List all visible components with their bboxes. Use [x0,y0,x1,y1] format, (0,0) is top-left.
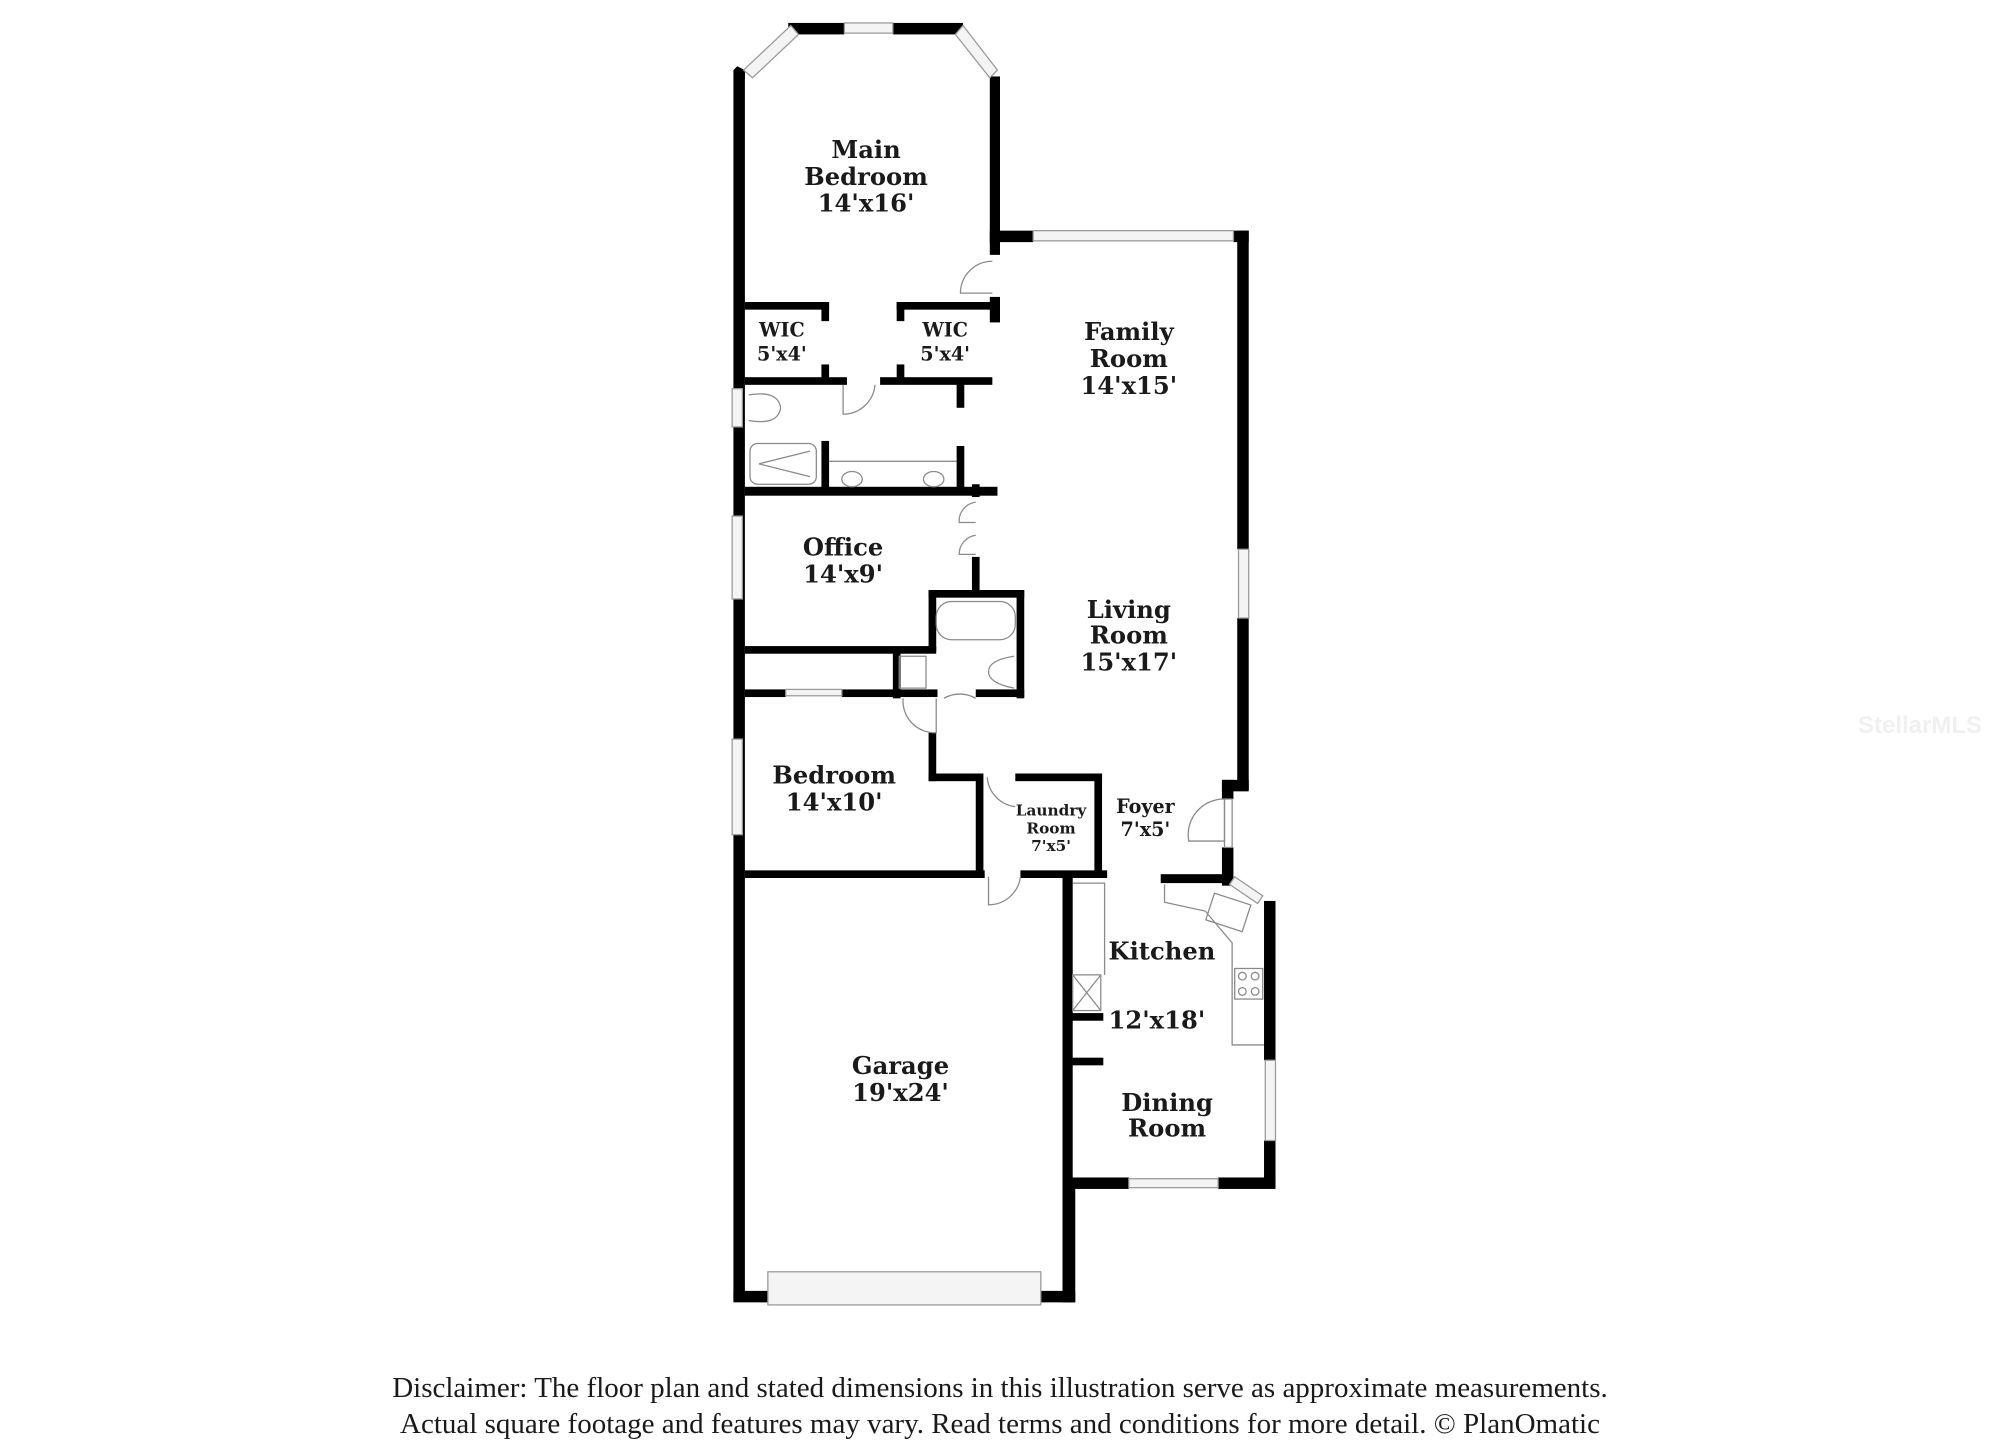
fixtures [748,393,1265,1046]
kitchen-sink-icon [1204,892,1252,933]
svg-text:14'x9': 14'x9' [803,559,883,588]
sink-icon [841,470,863,488]
room-label-wic-left: WIC [758,318,805,341]
svg-text:7'x5': 7'x5' [1031,837,1071,855]
svg-text:14'x16': 14'x16' [818,189,915,218]
room-label-kitchen: Kitchen [1109,937,1216,966]
watermark: StellarMLS [1858,712,1983,739]
sink-icon [922,470,945,488]
disclaimer-line-2: Actual square footage and features may v… [400,1408,1600,1440]
windows [731,22,1277,1306]
svg-text:Room: Room [1090,621,1168,650]
kitchen-counter [1163,884,1265,1046]
room-label-garage: Garage [852,1051,949,1080]
svg-text:Room: Room [1128,1114,1206,1143]
toilet-icon [987,655,1015,689]
stove-icon [1234,967,1264,1000]
room-label-office: Office [803,533,883,562]
svg-text:12'x18': 12'x18' [1109,1005,1206,1034]
doors [842,260,1233,906]
svg-text:14'x10': 14'x10' [786,787,883,816]
svg-text:15'x17': 15'x17' [1080,647,1177,676]
room-label-laundry-room: Laundry [1016,802,1088,820]
room-label-wic-right: WIC [921,318,968,341]
svg-text:14'x15': 14'x15' [1080,371,1177,400]
svg-text:Bedroom: Bedroom [804,162,928,191]
walls [733,22,1276,1303]
room-labels: Main Bedroom 14'x16' WIC 5'x4' WIC 5'x4'… [757,135,1216,1143]
svg-text:Room: Room [1026,819,1075,837]
shower-icon [749,442,817,485]
svg-text:7'x5': 7'x5' [1121,818,1171,841]
room-label-living-room: Living [1087,595,1171,624]
svg-text:Room: Room [1090,344,1168,373]
svg-text:19'x24': 19'x24' [852,1078,949,1107]
fridge-icon [1072,974,1102,1012]
room-label-bedroom: Bedroom [772,761,896,790]
room-label-family-room: Family [1084,317,1175,346]
room-label-dining-room: Dining [1121,1088,1213,1117]
disclaimer-line-1: Disclaimer: The floor plan and stated di… [392,1372,1608,1404]
bathtub-icon [935,600,1016,641]
room-label-foyer: Foyer [1116,795,1176,818]
bath-sink-icon [898,655,927,689]
room-label-main-bedroom: Main [831,135,901,164]
svg-text:5'x4': 5'x4' [757,343,807,366]
svg-text:5'x4': 5'x4' [920,343,970,366]
toilet-icon [748,393,782,423]
